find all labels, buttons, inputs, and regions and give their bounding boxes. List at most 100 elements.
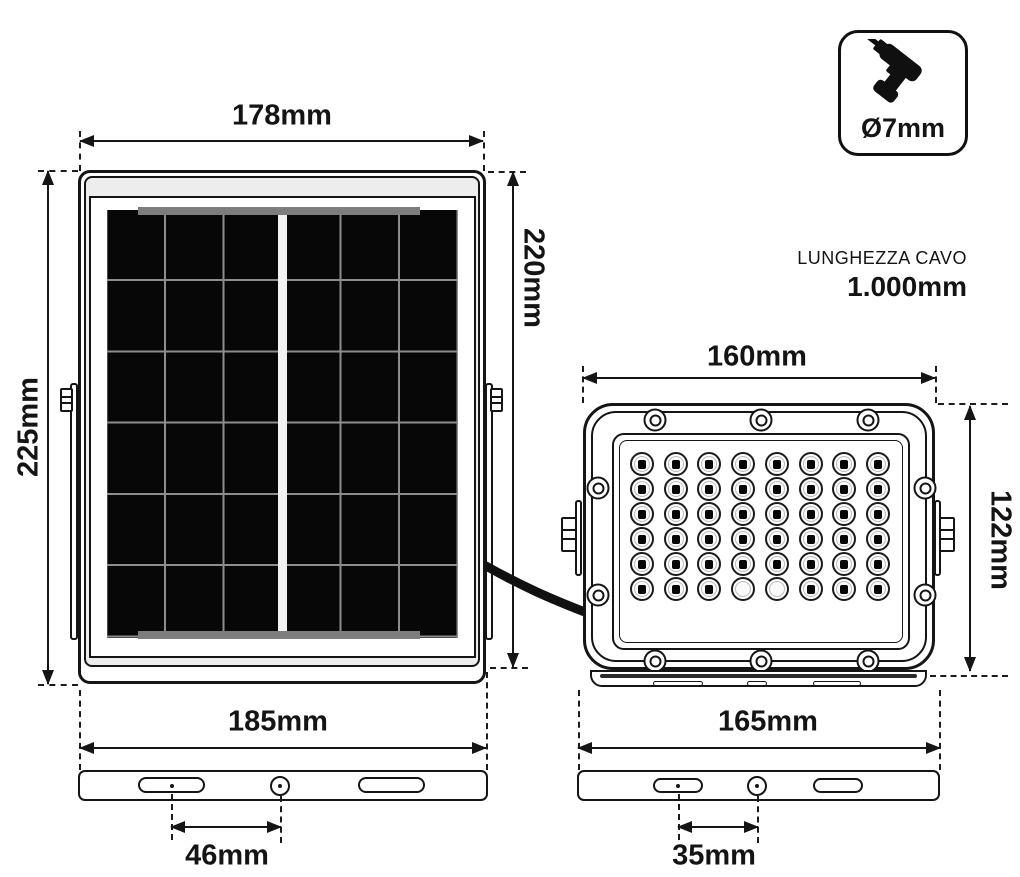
led-chip xyxy=(739,509,748,519)
led-lens xyxy=(663,577,688,601)
led-lens xyxy=(630,477,654,501)
center-mark xyxy=(755,784,759,788)
led-chip xyxy=(840,459,849,469)
solar-rail-bottom xyxy=(138,631,420,639)
led-lens xyxy=(697,477,722,501)
connection-cable xyxy=(481,561,595,619)
led-lens xyxy=(731,502,756,526)
led-chip xyxy=(806,459,815,469)
led-chip xyxy=(739,459,748,469)
led-lens xyxy=(832,577,857,601)
ext-line xyxy=(930,675,1008,677)
led-chip xyxy=(705,559,714,569)
led-chip xyxy=(705,459,714,469)
led-lens xyxy=(865,452,890,476)
led-chip xyxy=(806,534,815,544)
led-chip xyxy=(840,559,849,569)
dim-flood-bracket-label: 165mm xyxy=(718,705,818,738)
led-lens xyxy=(865,577,890,601)
dim-solar-hole-spacing-label: 46mm xyxy=(185,839,269,872)
drill-diameter-label: Ø7mm xyxy=(860,113,946,143)
led-chip xyxy=(806,559,815,569)
mount-arm-left xyxy=(70,383,78,640)
led-chip xyxy=(840,509,849,519)
dim-flood-height-line xyxy=(964,405,976,672)
led-lens xyxy=(764,552,789,576)
led-lens xyxy=(832,527,857,551)
dim-solar-height-left-line xyxy=(42,170,54,685)
floodlight-body xyxy=(583,403,937,673)
ext-line xyxy=(79,690,81,770)
led-lens xyxy=(731,452,756,476)
led-chip xyxy=(806,484,815,494)
floodlight-heatsink-band xyxy=(600,674,917,678)
led-chip xyxy=(806,584,815,594)
screw-icon xyxy=(586,476,610,500)
led-chip xyxy=(671,559,680,569)
center-mark xyxy=(170,784,174,788)
led-chip xyxy=(772,484,781,494)
fl-mount-bolt-right xyxy=(939,517,955,552)
screw-inner-ring xyxy=(755,655,767,667)
mount-bolt-left xyxy=(60,388,73,412)
led-lens xyxy=(630,577,654,601)
led-chip xyxy=(873,559,882,569)
center-mark xyxy=(676,784,680,788)
led-chip xyxy=(772,559,781,569)
ext-line xyxy=(757,796,759,843)
ext-line xyxy=(582,366,584,403)
led-chip xyxy=(638,584,646,594)
ext-line xyxy=(483,131,485,171)
dim-flood-width-label: 160mm xyxy=(707,340,807,373)
led-lens xyxy=(798,477,823,501)
led-chip xyxy=(873,484,882,494)
cable-length-note: LUNGHEZZA CAVO 1.000mm xyxy=(797,248,967,303)
led-chip xyxy=(840,534,849,544)
led-lens xyxy=(798,527,823,551)
dim-solar-height-left-label: 225mm xyxy=(12,377,45,477)
led-lens xyxy=(798,452,823,476)
dim-solar-hole-spacing-line xyxy=(170,821,282,833)
led-chip xyxy=(705,584,714,594)
led-lens xyxy=(764,452,789,476)
screw-inner-ring xyxy=(862,655,874,667)
ext-line xyxy=(79,131,81,171)
led-lens xyxy=(798,552,823,576)
dim-solar-width-line xyxy=(79,135,484,147)
screw-inner-ring xyxy=(649,414,661,426)
led-lens xyxy=(764,527,789,551)
led-lens xyxy=(663,452,688,476)
dim-flood-hole-spacing-line xyxy=(677,821,759,833)
ext-line xyxy=(38,170,78,172)
led-lens xyxy=(764,502,789,526)
led-chip xyxy=(806,509,815,519)
mount-bolt-right xyxy=(490,388,503,412)
led-lens xyxy=(865,477,890,501)
base-slot xyxy=(813,681,861,686)
dim-solar-width-label: 178mm xyxy=(232,99,332,132)
led-lens xyxy=(798,502,823,526)
sensor-lens xyxy=(731,577,756,601)
dim-flood-height-label: 122mm xyxy=(984,490,1017,590)
screw-icon xyxy=(856,408,880,432)
led-chip xyxy=(671,484,680,494)
led-lens xyxy=(663,502,688,526)
ext-line xyxy=(678,794,680,840)
center-mark xyxy=(278,784,282,788)
drill-badge: Ø7mm xyxy=(838,30,968,156)
floodlight-lens-inner-line xyxy=(619,440,903,643)
cable-note-title: LUNGHEZZA CAVO xyxy=(797,248,967,268)
screw-icon xyxy=(856,649,880,673)
ext-line xyxy=(578,690,580,770)
led-chip xyxy=(705,484,714,494)
floodlight-lens-panel xyxy=(612,433,910,650)
screw-inner-ring xyxy=(592,482,604,494)
ext-line xyxy=(939,690,941,770)
led-chip xyxy=(705,534,714,544)
dim-flood-bracket-line xyxy=(577,742,941,754)
led-chip xyxy=(772,534,781,544)
led-chip xyxy=(739,559,748,569)
screw-inner-ring xyxy=(919,589,931,601)
led-lens xyxy=(832,477,857,501)
